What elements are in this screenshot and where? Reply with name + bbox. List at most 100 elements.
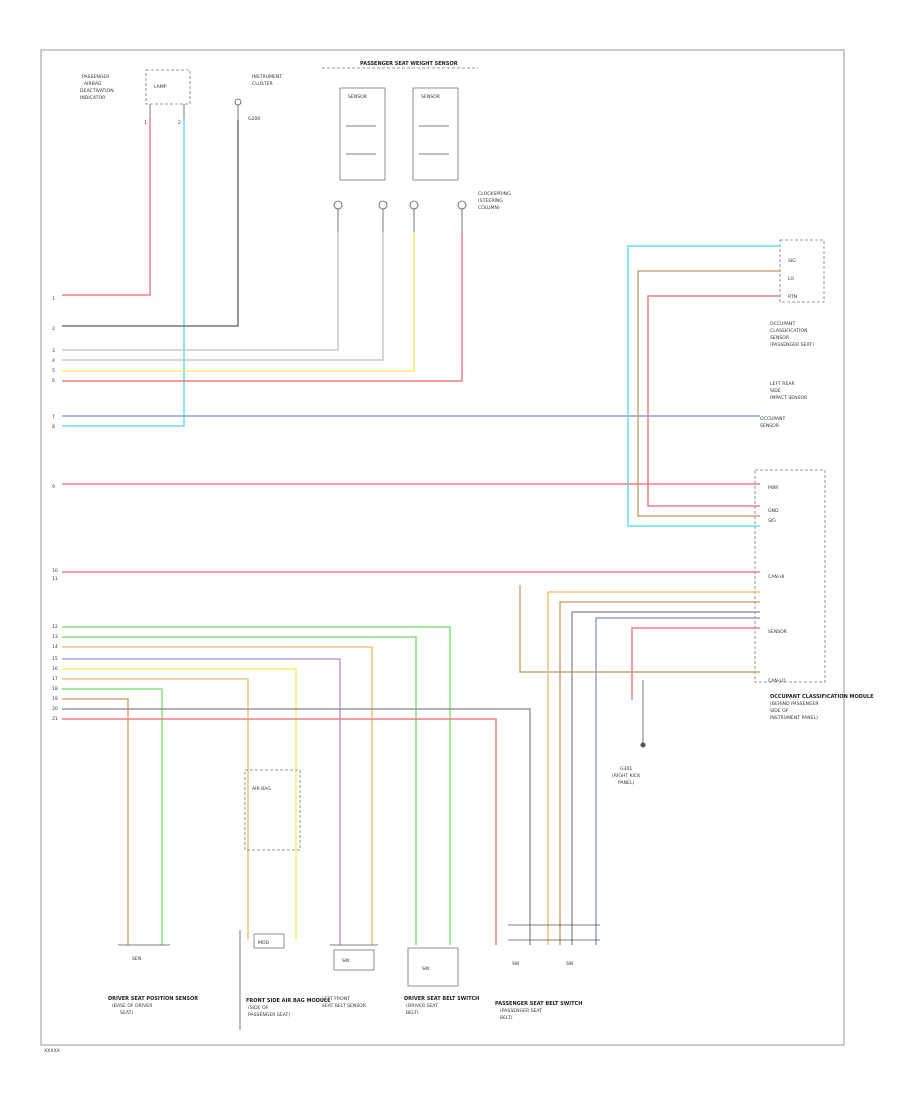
svg-text:CLASSIFICATION: CLASSIFICATION bbox=[770, 328, 807, 334]
svg-text:SIDE: SIDE bbox=[770, 388, 781, 394]
svg-text:RTN: RTN bbox=[788, 294, 797, 300]
wire-tan-1 bbox=[637, 270, 780, 517]
svg-text:G200: G200 bbox=[248, 116, 260, 122]
svg-text:LO: LO bbox=[788, 276, 794, 282]
svg-text:SW: SW bbox=[422, 966, 430, 972]
component-top-ground: INSTRUMENT CLUSTER G200 bbox=[234, 74, 282, 122]
svg-text:SIG: SIG bbox=[788, 258, 796, 264]
wire-green-1 bbox=[62, 626, 451, 945]
svg-text:12: 12 bbox=[52, 624, 58, 630]
wire-blue-2 bbox=[595, 617, 760, 945]
svg-text:14: 14 bbox=[52, 644, 58, 650]
wire-cyan-2 bbox=[627, 245, 780, 527]
svg-text:INSTRUMENT PANEL): INSTRUMENT PANEL) bbox=[770, 715, 818, 721]
svg-text:CLUSTER: CLUSTER bbox=[252, 81, 274, 87]
right-module-label: OCCUPANT CLASSIFICATION MODULE bbox=[770, 694, 874, 700]
wire-gray-2 bbox=[62, 708, 531, 945]
top-module-label: PASSENGER SEAT WEIGHT SENSOR bbox=[360, 61, 458, 67]
page-id: XXXXX bbox=[44, 1048, 60, 1054]
svg-text:PASSENGER SEAT): PASSENGER SEAT) bbox=[248, 1012, 290, 1018]
svg-text:(BEHIND PASSENGER: (BEHIND PASSENGER bbox=[770, 701, 819, 707]
sensor-bottom-far-label: PASSENGER SEAT BELT SWITCH bbox=[495, 1001, 582, 1007]
svg-text:CAN-LO: CAN-LO bbox=[768, 678, 786, 684]
sensor-bottom-mid-label: FRONT SIDE AIR BAG MODULE bbox=[246, 998, 331, 1004]
component-bottom-far: SW SW PASSENGER SEAT BELT SWITCH (PASSEN… bbox=[495, 924, 600, 1021]
svg-text:PWR: PWR bbox=[768, 485, 779, 491]
svg-text:(SIDE OF: (SIDE OF bbox=[248, 1005, 269, 1011]
svg-text:AIR BAG: AIR BAG bbox=[252, 786, 271, 792]
svg-text:SENSOR: SENSOR bbox=[768, 629, 788, 635]
svg-text:2: 2 bbox=[52, 326, 55, 332]
svg-text:SEAT BELT SENSOR: SEAT BELT SENSOR bbox=[322, 1003, 367, 1009]
svg-text:INDICATOR: INDICATOR bbox=[80, 95, 106, 101]
svg-text:17: 17 bbox=[52, 676, 58, 682]
svg-text:G301: G301 bbox=[620, 766, 632, 772]
svg-text:IMPACT SENSOR: IMPACT SENSOR bbox=[770, 395, 808, 401]
svg-text:MOD: MOD bbox=[258, 940, 270, 946]
wire-cyan-1 bbox=[62, 118, 185, 427]
svg-text:SIDE OF: SIDE OF bbox=[770, 708, 789, 714]
svg-text:(BASE OF DRIVER: (BASE OF DRIVER bbox=[112, 1003, 153, 1009]
svg-text:OCCUPANT: OCCUPANT bbox=[770, 321, 795, 327]
svg-text:CAN-HI: CAN-HI bbox=[768, 574, 784, 580]
component-bottom-right: SW DRIVER SEAT BELT SWITCH (DRIVER SEAT … bbox=[404, 947, 479, 1016]
svg-text:11: 11 bbox=[52, 576, 58, 582]
svg-text:1: 1 bbox=[144, 120, 147, 126]
svg-text:INSTRUMENT: INSTRUMENT bbox=[252, 74, 282, 80]
svg-text:10: 10 bbox=[52, 568, 58, 574]
svg-text:SW: SW bbox=[512, 961, 520, 967]
svg-text:19: 19 bbox=[52, 696, 58, 702]
svg-text:13: 13 bbox=[52, 634, 58, 640]
component-top-left: PASSENGER AIRBAG DEACTIVATION INDICATOR … bbox=[80, 69, 191, 126]
svg-text:BELT): BELT) bbox=[406, 1010, 419, 1016]
svg-text:SEN: SEN bbox=[132, 956, 141, 962]
svg-text:(STEERING: (STEERING bbox=[478, 198, 503, 204]
wire-white-2 bbox=[62, 232, 384, 361]
svg-text:COLUMN): COLUMN) bbox=[478, 205, 500, 211]
wire-tan-4 bbox=[559, 601, 760, 945]
component-right-top: SIG LO RTN OCCUPANT CLASSIFICATION SENSO… bbox=[760, 239, 825, 429]
svg-text:OCCUPANT: OCCUPANT bbox=[760, 416, 785, 422]
component-right-module: PWR GND SIG CAN-HI SENSOR CAN-LO OCCUPAN… bbox=[754, 469, 874, 721]
svg-text:2: 2 bbox=[178, 120, 181, 126]
svg-text:DEACTIVATION: DEACTIVATION bbox=[80, 88, 114, 94]
svg-text:(PASSENGER SEAT: (PASSENGER SEAT bbox=[500, 1008, 542, 1014]
svg-text:AIRBAG: AIRBAG bbox=[84, 81, 102, 87]
wire-gray-3 bbox=[571, 611, 760, 945]
wire-purple-1 bbox=[62, 658, 341, 945]
svg-text:3: 3 bbox=[52, 348, 55, 354]
svg-text:LEFT FRONT: LEFT FRONT bbox=[322, 996, 350, 1002]
svg-text:20: 20 bbox=[52, 706, 58, 712]
svg-text:5: 5 bbox=[52, 368, 55, 374]
svg-text:GND: GND bbox=[768, 508, 779, 514]
diagram-frame bbox=[40, 49, 845, 1046]
svg-text:SENSOR: SENSOR bbox=[348, 94, 368, 100]
wire-orange-1 bbox=[62, 646, 373, 945]
svg-text:LAMP: LAMP bbox=[154, 84, 167, 90]
wire-green-2 bbox=[62, 636, 417, 945]
wire-green-3 bbox=[62, 688, 163, 945]
component-bottom-left: SEN DRIVER SEAT POSITION SENSOR (BASE OF… bbox=[108, 944, 198, 1016]
svg-text:7: 7 bbox=[52, 414, 55, 420]
svg-text:SIG: SIG bbox=[768, 518, 776, 524]
component-bottom-mid: AIR BAG MOD FRONT SIDE AIR BAG MODULE (S… bbox=[239, 769, 331, 1030]
svg-text:LEFT REAR: LEFT REAR bbox=[770, 381, 796, 387]
wire-pink-1 bbox=[647, 295, 780, 507]
wire-gray-1 bbox=[62, 120, 239, 327]
wire-red-1 bbox=[62, 118, 151, 296]
svg-text:16: 16 bbox=[52, 666, 58, 672]
svg-text:PANEL): PANEL) bbox=[618, 780, 635, 786]
svg-text:1: 1 bbox=[52, 296, 55, 302]
left-connector-pins: 1 2 3 4 5 6 7 8 9 10 11 12 13 14 15 16 1… bbox=[52, 296, 58, 722]
wire-group bbox=[62, 118, 780, 945]
wire-orange-2 bbox=[62, 678, 249, 940]
svg-text:15: 15 bbox=[52, 656, 58, 662]
wire-red-5 bbox=[62, 718, 497, 945]
wire-yellow-1 bbox=[62, 232, 415, 372]
svg-text:(RIGHT KICK: (RIGHT KICK bbox=[612, 773, 641, 779]
svg-text:4: 4 bbox=[52, 358, 55, 364]
wire-white-1 bbox=[62, 232, 339, 351]
svg-text:(DRIVER SEAT: (DRIVER SEAT bbox=[406, 1003, 438, 1009]
svg-text:SENSOR: SENSOR bbox=[760, 423, 780, 429]
